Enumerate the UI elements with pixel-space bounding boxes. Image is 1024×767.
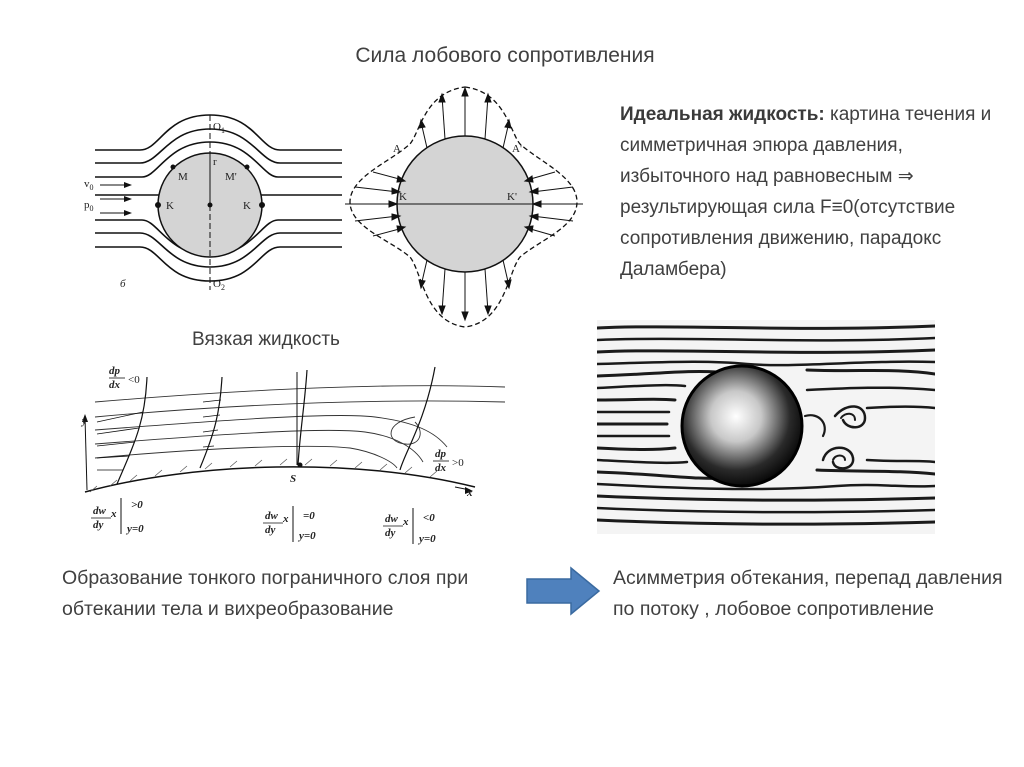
svg-text:x: x [110,508,117,520]
svg-text:dw: dw [93,505,107,517]
o1-label: O1 [213,121,225,135]
radius-label: r [213,156,217,168]
condition-group-2: dw x dy =0 y=0 [263,506,316,542]
equiv-symbol: ≡ [831,197,843,218]
svg-text:<0: <0 [423,512,435,524]
x-axis-label: x [466,487,473,499]
svg-text:dy: dy [385,527,396,539]
dp-dx-denominator-1: dx [109,379,121,391]
point-k-right-label: K [243,200,251,212]
y-axis-label: y [80,415,87,427]
svg-text:=0: =0 [303,510,315,522]
page-title: Сила лобового сопротивления [355,44,655,67]
svg-text:dy: dy [265,524,276,536]
p0-label: p0 [84,199,94,213]
point-k-label-2: K [399,191,407,203]
point-k-label: K [166,200,174,212]
figure-letter-label: б [120,278,126,290]
separation-point-label: S [290,473,296,485]
asymmetry-caption: Асимметрия обтекания, перепад давления п… [613,567,1003,620]
point-a-label: A [393,143,401,155]
dp-dx-condition-negative: <0 [128,374,140,386]
sphere-body-photo [680,364,804,488]
wake-flow-photo [597,320,935,534]
pressure-diagram-figure: A A' K K' [345,86,583,328]
dp-dx-numerator-1: dp [109,365,121,377]
dp-dx-numerator-2: dp [435,448,447,460]
point-k-prime-label: K' [507,191,517,203]
ideal-text-part-3: 0(отсутствие сопротивления движению, пар… [620,197,956,280]
v0-label: v0 [84,178,94,192]
dp-dx-condition-positive: >0 [452,457,464,469]
implies-symbol: ⇒ [897,166,914,187]
ideal-fluid-description: Идеальная жидкость: картина течения и си… [620,99,1010,285]
right-arrow-icon [526,566,601,616]
ideal-text-part-1: картина течения и симметричная эпюра дав… [620,104,992,187]
dp-dx-denominator-2: dx [435,462,447,474]
condition-group-1: dw x dy >0 y=0 [91,498,144,535]
svg-text:dw: dw [265,510,279,522]
point-a-prime-label: A' [512,143,522,155]
condition-group-3: dw x dy <0 y=0 [383,508,436,545]
svg-text:dw: dw [385,513,399,525]
svg-text:y=0: y=0 [417,533,436,545]
boundary-layer-figure: dp dx <0 dp dx >0 y x S dw x dy >0 y=0 d… [80,365,506,545]
point-m-prime-label: M' [225,171,237,183]
svg-text:y=0: y=0 [125,523,144,535]
viscous-fluid-title: Вязкая жидкость [192,329,340,350]
ideal-text-part-2: результирующая сила F [620,197,832,218]
svg-text:>0: >0 [131,499,143,511]
svg-text:dy: dy [93,519,104,531]
svg-text:x: x [402,516,409,528]
point-m-label: M [178,171,188,183]
svg-text:x: x [282,513,289,525]
svg-text:y=0: y=0 [297,530,316,542]
cylinder-flow-figure: v0 p0 O1 O2 r M M' K K б [84,114,342,292]
boundary-layer-caption: Образование тонкого пограничного слоя пр… [62,567,469,620]
o2-label: O2 [213,278,225,292]
ideal-fluid-heading: Идеальная жидкость: [620,104,825,125]
